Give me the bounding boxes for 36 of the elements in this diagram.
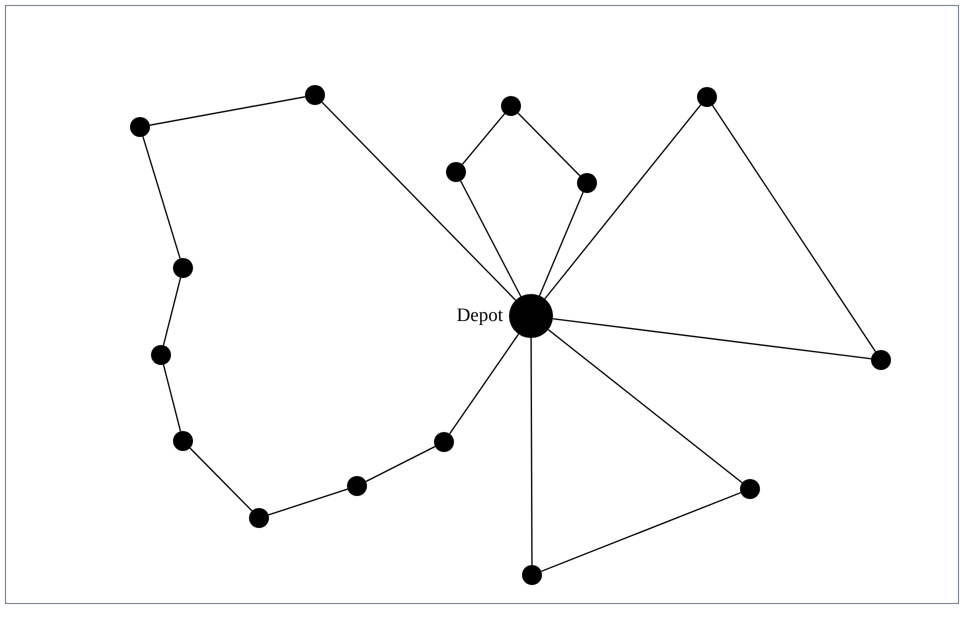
route-line bbox=[538, 192, 584, 296]
customer-node bbox=[446, 162, 466, 182]
route-line bbox=[548, 329, 743, 484]
node-label: Depot bbox=[456, 306, 503, 325]
route-line bbox=[322, 102, 516, 301]
customer-node bbox=[347, 476, 367, 496]
customer-node bbox=[577, 173, 597, 193]
customer-node bbox=[130, 117, 150, 137]
route-line bbox=[268, 488, 348, 516]
customer-node bbox=[249, 508, 269, 528]
customer-node bbox=[740, 479, 760, 499]
customer-node bbox=[501, 96, 521, 116]
customer-node bbox=[173, 258, 193, 278]
depot-node bbox=[509, 294, 553, 338]
customer-node bbox=[173, 431, 193, 451]
customer-node bbox=[305, 85, 325, 105]
route-line bbox=[142, 136, 181, 259]
route-line bbox=[366, 446, 436, 482]
customer-node bbox=[151, 345, 171, 365]
route-line bbox=[552, 318, 872, 360]
customer-node bbox=[522, 565, 542, 585]
route-line bbox=[544, 104, 702, 300]
customer-node bbox=[434, 432, 454, 452]
route-line bbox=[530, 338, 533, 565]
customer-node bbox=[697, 87, 717, 107]
route-line bbox=[162, 278, 182, 346]
route-line bbox=[518, 112, 580, 176]
route-line bbox=[190, 448, 252, 512]
route-line bbox=[541, 492, 741, 572]
route-line bbox=[712, 104, 876, 352]
route-line bbox=[162, 364, 182, 432]
route-line bbox=[462, 113, 506, 165]
route-line bbox=[460, 180, 522, 297]
route-line bbox=[150, 96, 306, 126]
customer-node bbox=[871, 350, 891, 370]
route-line bbox=[449, 334, 520, 434]
